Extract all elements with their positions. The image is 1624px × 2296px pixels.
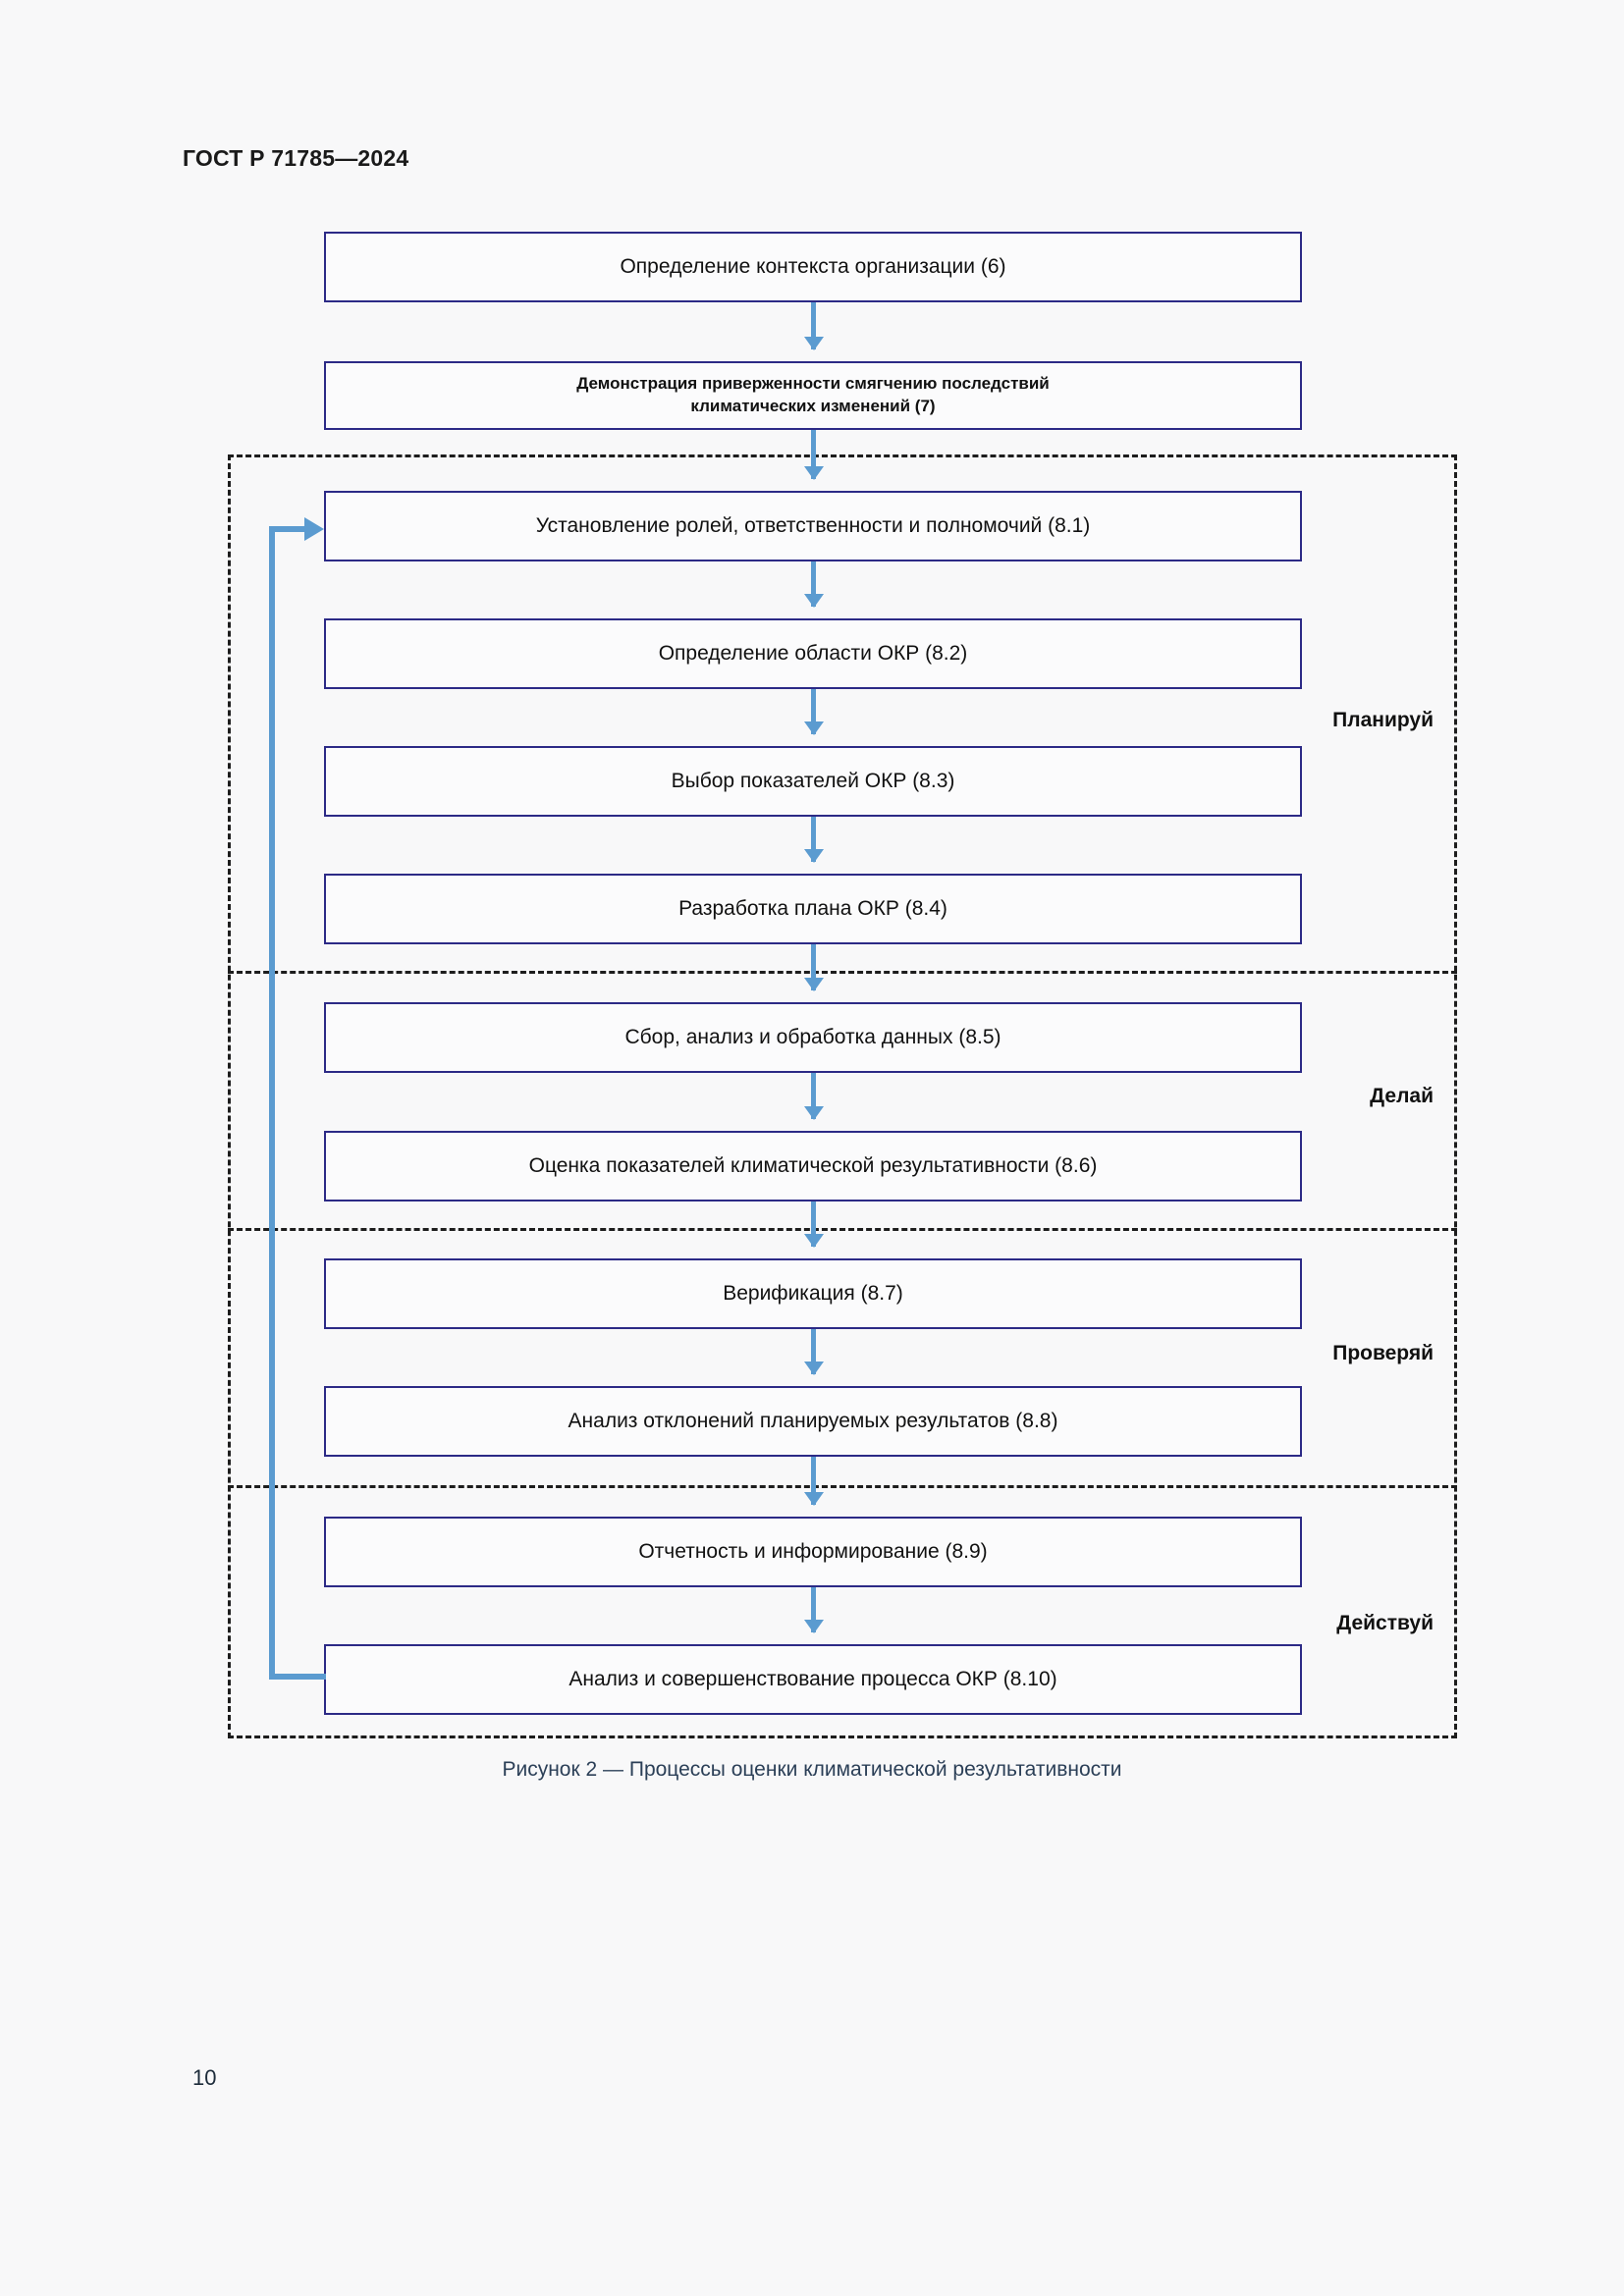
- pdca-label-do: Делай: [1370, 1085, 1434, 1107]
- connector-arrow-down: [811, 1329, 816, 1374]
- process-box-8-4: Разработка плана ОКР (8.4): [324, 874, 1302, 944]
- connector-arrow-down: [811, 1587, 816, 1632]
- process-box-8-3: Выбор показателей ОКР (8.3): [324, 746, 1302, 817]
- connector-arrow-down: [811, 430, 816, 479]
- process-box-label: Определение области ОКР (8.2): [658, 641, 968, 665]
- pdca-separator-do-check: [228, 1228, 1457, 1231]
- pdca-separator-check-act: [228, 1485, 1457, 1488]
- connector-arrow-down: [811, 1457, 816, 1505]
- connector-arrow-down: [811, 561, 816, 607]
- process-box-label: Отчетность и информирование (8.9): [638, 1539, 988, 1563]
- connector-arrow-down: [811, 302, 816, 349]
- process-box-label: Определение контекста организации (6): [620, 254, 1006, 278]
- page-number: 10: [192, 2065, 217, 2090]
- feedback-loop-arrowhead-icon: [304, 517, 324, 541]
- pdca-separator-plan-do: [228, 971, 1457, 974]
- process-box-label: Анализ отклонений планируемых результато…: [568, 1409, 1058, 1432]
- process-box-label: Установление ролей, ответственности и по…: [535, 513, 1091, 537]
- process-box-8-5: Сбор, анализ и обработка данных (8.5): [324, 1002, 1302, 1073]
- connector-arrow-down: [811, 817, 816, 862]
- connector-arrow-down: [811, 944, 816, 990]
- feedback-loop-bottom-segment: [269, 1674, 326, 1680]
- feedback-loop-vertical-segment: [269, 526, 275, 1680]
- process-box-label: Анализ и совершенствование процесса ОКР …: [568, 1667, 1057, 1690]
- process-box-8-10: Анализ и совершенствование процесса ОКР …: [324, 1644, 1302, 1715]
- connector-arrow-down: [811, 1201, 816, 1247]
- pdca-label-check: Проверяй: [1332, 1342, 1434, 1364]
- process-box-6: Определение контекста организации (6): [324, 232, 1302, 302]
- process-box-label: Разработка плана ОКР (8.4): [678, 896, 947, 920]
- process-box-label: Сбор, анализ и обработка данных (8.5): [624, 1025, 1001, 1048]
- process-box-7: Демонстрация приверженности смягчению по…: [324, 361, 1302, 430]
- process-box-8-9: Отчетность и информирование (8.9): [324, 1517, 1302, 1587]
- process-box-8-6: Оценка показателей климатической результ…: [324, 1131, 1302, 1201]
- connector-arrow-down: [811, 1073, 816, 1119]
- process-box-8-1: Установление ролей, ответственности и по…: [324, 491, 1302, 561]
- process-box-label: Оценка показателей климатической результ…: [528, 1153, 1098, 1177]
- document-header: ГОСТ Р 71785—2024: [183, 145, 409, 171]
- pdca-label-act: Действуй: [1336, 1612, 1434, 1634]
- pdca-label-plan: Планируй: [1332, 709, 1434, 731]
- figure-caption: Рисунок 2 — Процессы оценки климатическо…: [502, 1758, 1122, 1781]
- process-box-label: Демонстрация приверженности смягчению по…: [576, 374, 1050, 415]
- process-box-8-2: Определение области ОКР (8.2): [324, 618, 1302, 689]
- process-box-8-8: Анализ отклонений планируемых результато…: [324, 1386, 1302, 1457]
- connector-arrow-down: [811, 689, 816, 734]
- process-box-8-7: Верификация (8.7): [324, 1258, 1302, 1329]
- process-box-label: Выбор показателей ОКР (8.3): [671, 769, 955, 792]
- feedback-loop-top-segment: [269, 526, 308, 532]
- process-box-label: Верификация (8.7): [723, 1281, 903, 1305]
- pdca-container: [228, 454, 1457, 1738]
